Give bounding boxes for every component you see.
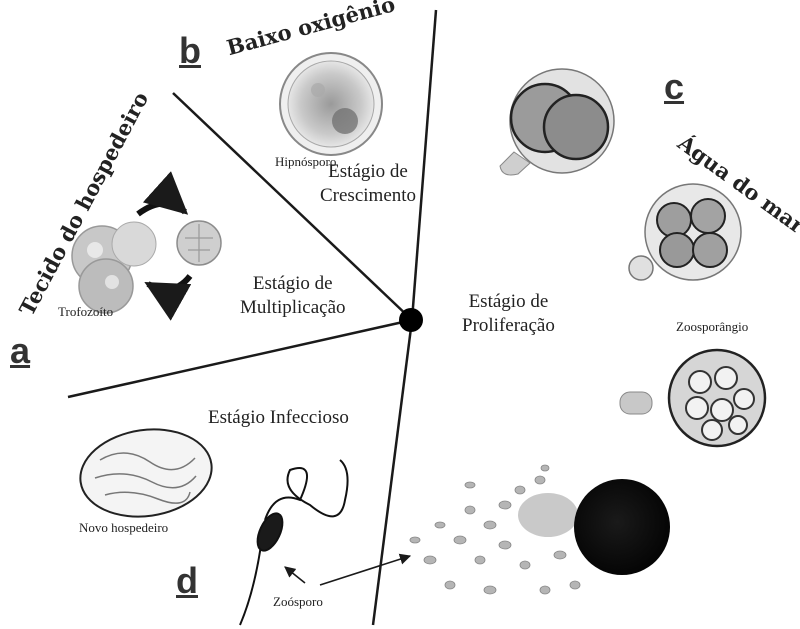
caption-zoosporangium: Zoosporângio xyxy=(676,319,748,335)
stage-label-multiplication-line1: Estágio de xyxy=(240,272,346,296)
caption-trophozoite: Trofozoíto xyxy=(58,304,113,320)
stage-label-proliferation: Estágio de Proliferação xyxy=(462,290,555,338)
stage-label-multiplication: Estágio de Multiplicação xyxy=(240,272,346,320)
stage-label-growth-line2: Crescimento xyxy=(320,184,416,208)
divider-line-cd xyxy=(373,320,412,625)
caption-hypnospore: Hipnósporo xyxy=(275,154,336,170)
stage-label-multiplication-line2: Multiplicação xyxy=(240,296,346,320)
section-letter-c: c xyxy=(664,66,684,108)
section-letter-d: d xyxy=(176,560,198,602)
sporangium-top-illustration xyxy=(500,69,614,175)
stage-label-proliferation-line2: Proliferação xyxy=(462,314,555,338)
caption-zoospore: Zoósporo xyxy=(273,594,323,610)
zoosporangium-illustration xyxy=(620,350,765,446)
stage-label-proliferation-line1: Estágio de xyxy=(462,290,555,314)
new-host-illustration xyxy=(75,421,218,525)
center-dot xyxy=(399,308,423,332)
section-letter-b: b xyxy=(179,30,201,72)
hypnospore-illustration xyxy=(280,53,382,155)
released-zoospores-cloud xyxy=(410,465,580,594)
section-letter-a: a xyxy=(10,330,30,372)
divider-line-ad xyxy=(68,320,412,397)
trophozoite-illustration xyxy=(72,221,221,313)
pointer-arrows xyxy=(285,556,410,585)
sporangium-middle-illustration xyxy=(629,184,741,280)
dark-sporangium-illustration xyxy=(574,479,670,575)
caption-new-host: Novo hospedeiro xyxy=(79,520,168,536)
stage-label-infective: Estágio Infeccioso xyxy=(208,406,349,430)
